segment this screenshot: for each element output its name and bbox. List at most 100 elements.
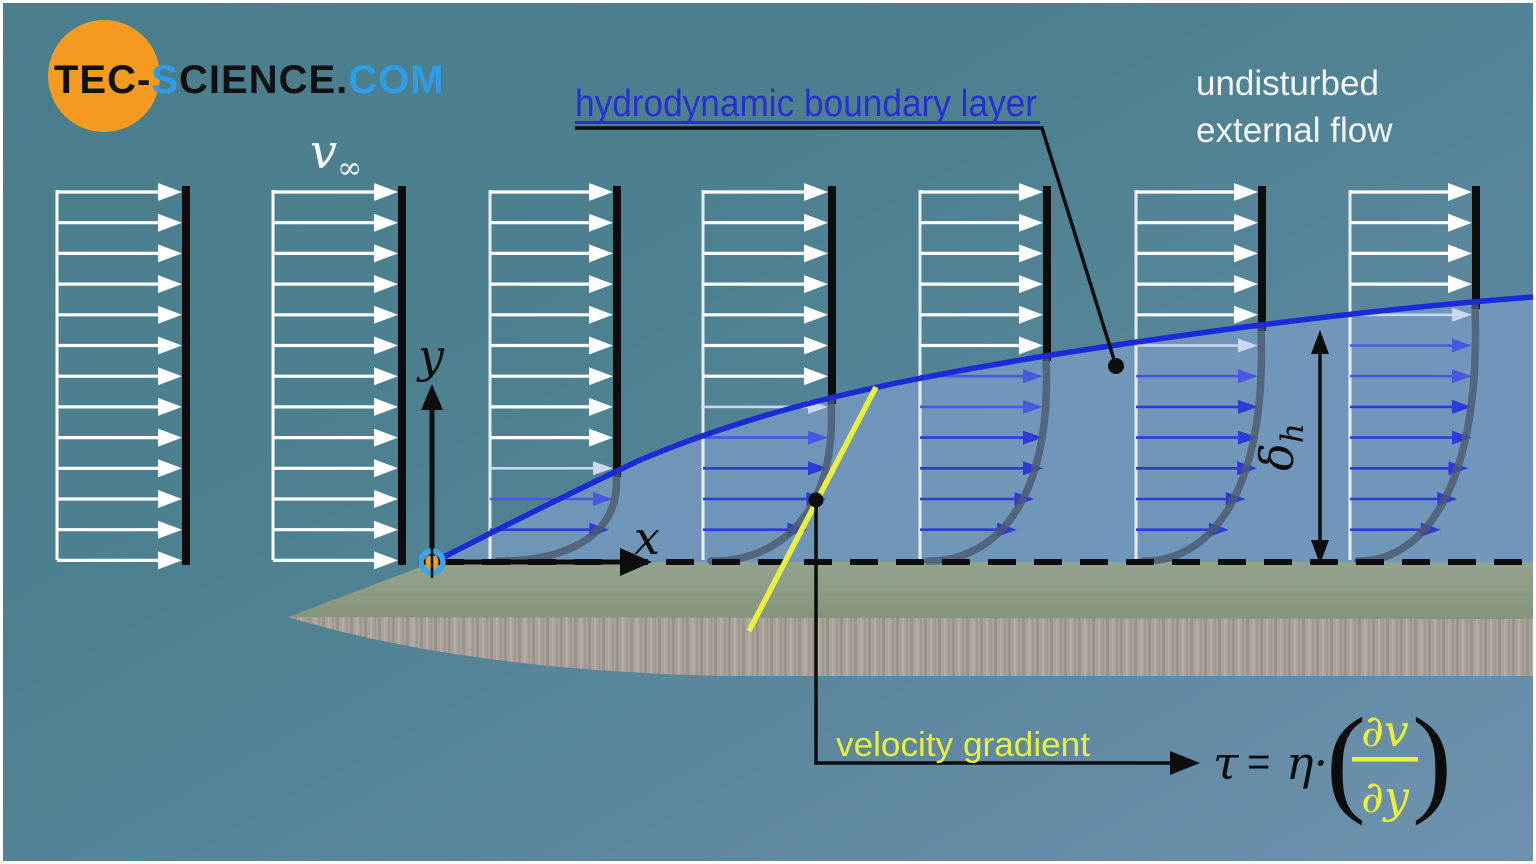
flow-arrow-white-head-icon [1019, 336, 1043, 355]
y-axis-arrowhead-icon [421, 384, 443, 410]
flow-arrow-white-head-icon [1019, 213, 1043, 232]
flow-arrow-white-head-icon [374, 428, 398, 447]
coordinate-axes: y x [416, 329, 660, 578]
plate-top-surface [288, 562, 1533, 619]
flow-arrow-white-head-icon [804, 275, 828, 294]
flow-arrow-white-head-icon [1448, 244, 1472, 263]
boundary-thickness-annotation: δh [1250, 330, 1329, 564]
x-axis-arrowhead-icon [620, 548, 652, 576]
flow-arrow-white-head-icon [158, 551, 182, 570]
site-logo: TEC-SCIENCE.COM [48, 20, 445, 132]
flow-arrow-white-head-icon [374, 490, 398, 508]
flow-arrow-white-head-icon [1234, 213, 1258, 232]
delta-h-label: δh [1250, 423, 1311, 471]
flow-arrow-white-head-icon [1234, 275, 1258, 294]
plate-front-face [288, 617, 1533, 676]
callout-dot-icon [1108, 358, 1124, 374]
flow-arrow-white-head-icon [374, 244, 398, 263]
x-axis... y-label: y [416, 329, 445, 383]
flow-arrow-white-head-icon [158, 490, 182, 508]
flow-arrow-white-head-icon [374, 397, 398, 416]
formula-eta: η· [1286, 736, 1328, 790]
flow-arrow-white-head-icon [804, 367, 828, 386]
flow-arrow-white-head-icon [589, 275, 613, 294]
flow-arrow-white-head-icon [804, 305, 828, 324]
flow-arrow-blue-head-icon [1023, 399, 1043, 414]
logo-circle-icon [48, 20, 160, 132]
profile-curve [1140, 323, 1266, 565]
flow-arrow-white-head-icon [158, 336, 182, 355]
flow-arrow-blue-head-icon [1452, 430, 1472, 445]
flow-arrow-blue-head-icon [1452, 399, 1472, 414]
velocity-gradient-label: velocity gradient [836, 726, 1091, 764]
flow-arrow-white-head-icon [158, 244, 182, 263]
formula-fraction-bar [1352, 757, 1418, 762]
boundary-layer-callout: hydrodynamic boundary layer [575, 83, 1124, 374]
flow-arrow-white-head-icon [589, 397, 613, 416]
undisturbed-line2: external flow [1196, 111, 1393, 150]
flow-arrow-blue-head-icon [1238, 430, 1258, 445]
flow-arrow-white-head-icon [1234, 183, 1258, 201]
flow-arrow-white-head-icon [1019, 275, 1043, 294]
undisturbed-flow-label: undisturbed external flow [1196, 64, 1393, 150]
free-stream-velocity-label: v∞ [310, 124, 362, 186]
flow-arrow-white-head-icon [374, 336, 398, 355]
flow-arrow-white-head-icon [374, 459, 398, 478]
flow-arrow-blue-head-icon [1238, 399, 1258, 414]
flow-arrow-white-head-icon [589, 336, 613, 355]
flow-arrow-blue-head-icon [808, 430, 828, 445]
shear-stress-formula: τ = η· ( ∂v ∂y ) [1213, 693, 1452, 826]
flow-arrow-blue-head-icon [1452, 338, 1472, 353]
formula-numerator: ∂v [1361, 706, 1409, 757]
formula-tau: τ [1213, 736, 1240, 790]
thickness-arrowhead-down-icon [1311, 540, 1329, 564]
flow-arrow-white-head-icon [1448, 213, 1472, 232]
flow-arrow-white-head-icon [1234, 244, 1258, 263]
profile-curve [1354, 301, 1480, 565]
flow-arrow-blue-head-icon [1023, 430, 1043, 445]
formula-denominator: ∂y [1361, 772, 1410, 823]
gradient-pointer-arrowhead-icon [1170, 751, 1200, 775]
flow-arrow-white-head-icon [158, 459, 182, 478]
flow-arrow-white-head-icon [804, 183, 828, 201]
flow-arrow-white-head-icon [1234, 305, 1258, 324]
flow-arrow-white-head-icon [158, 305, 182, 324]
flow-arrow-white-head-icon [1448, 183, 1472, 201]
flow-arrow-white-head-icon [1448, 275, 1472, 294]
flow-arrow-white-head-icon [589, 305, 613, 324]
flow-arrow-white-head-icon [1019, 244, 1043, 263]
undisturbed-line1: undisturbed [1196, 64, 1379, 103]
flow-arrow-white-head-icon [158, 397, 182, 416]
flow-arrow-white-head-icon [374, 275, 398, 294]
tangent-line [746, 385, 879, 633]
flow-arrow-white-head-icon [158, 367, 182, 386]
velocity-profiles [55, 183, 1480, 570]
thickness-arrowhead-up-icon [1311, 330, 1329, 354]
boundary-layer-curve [432, 294, 1534, 565]
flow-arrow-white-head-icon [589, 244, 613, 263]
flow-arrow-blue-head-icon [1452, 369, 1472, 384]
velocity-gradient-annotation: velocity gradient [746, 385, 1200, 775]
callout-leader-line [575, 126, 1118, 367]
formula-paren-close: ) [1412, 693, 1452, 826]
flow-arrow-white-head-icon [374, 305, 398, 324]
flow-arrow-white-head-icon [1019, 305, 1043, 324]
flow-arrow-white-head-icon [374, 213, 398, 232]
flow-arrow-blue-head-icon [808, 461, 828, 476]
gradient-pointer-line [814, 500, 1174, 765]
flow-arrow-blue-head-icon [1238, 338, 1258, 353]
flow-arrow-white-head-icon [589, 367, 613, 386]
profile-curve [924, 353, 1051, 565]
flow-arrow-white-head-icon [804, 336, 828, 355]
flow-arrow-white-head-icon [374, 183, 398, 201]
flow-arrow-blue-head-icon [593, 461, 613, 476]
logo-wordmark: TEC-SCIENCE.COM [54, 58, 445, 102]
flow-arrow-white-head-icon [158, 275, 182, 294]
flow-arrow-white-head-icon [589, 183, 613, 201]
flow-arrow-white-head-icon [158, 428, 182, 447]
boundary-layer-label: hydrodynamic boundary layer [575, 83, 1037, 125]
flow-arrow-white-head-icon [804, 213, 828, 232]
flow-arrow-white-head-icon [804, 244, 828, 263]
